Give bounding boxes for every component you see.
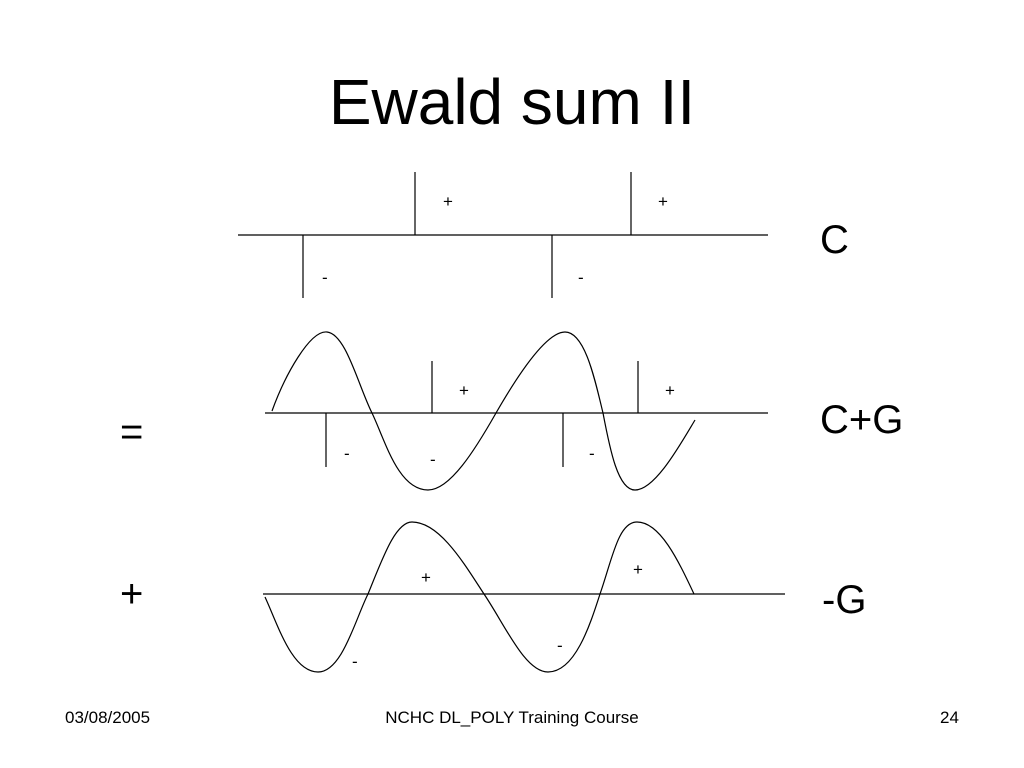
row-cg-charges (265, 331, 768, 491)
row-cg-negative-sign-3: - (589, 444, 595, 463)
row-g-positive-sign-1: + (421, 568, 431, 587)
row-cg-negative-sign-1: - (344, 444, 350, 463)
equals-sign: = (120, 410, 144, 454)
slide-title: Ewald sum II (328, 66, 696, 138)
row-g-label: -G (822, 578, 867, 622)
footer-page-number: 24 (940, 708, 959, 727)
row-g-negative-sign-1: - (352, 652, 358, 671)
row-cg-positive-sign-2: + (665, 381, 675, 400)
row-c-negative-sign-2: - (578, 268, 584, 287)
row-c-negative-sign-1: - (322, 268, 328, 287)
row-g-negative-sign-2: - (557, 636, 563, 655)
row-c-positive-sign-2: + (658, 192, 668, 211)
footer-date: 03/08/2005 (65, 708, 151, 727)
row-g-positive-sign-2: + (633, 560, 643, 579)
row-cg-label: C+G (820, 398, 904, 442)
row-c-label: C (820, 218, 849, 262)
row-cg-positive-sign-1: + (459, 381, 469, 400)
row-c-positive-sign-1: + (443, 192, 453, 211)
row-c-charges (238, 172, 768, 298)
plus-sign: + (120, 572, 144, 616)
row-g-charges (263, 521, 785, 673)
row-g-gaussian-curve (264, 521, 695, 673)
row-cg-smeared-curve (271, 331, 696, 491)
footer-course: NCHC DL_POLY Training Course (385, 708, 639, 727)
row-cg-negative-sign-2: - (430, 450, 436, 469)
